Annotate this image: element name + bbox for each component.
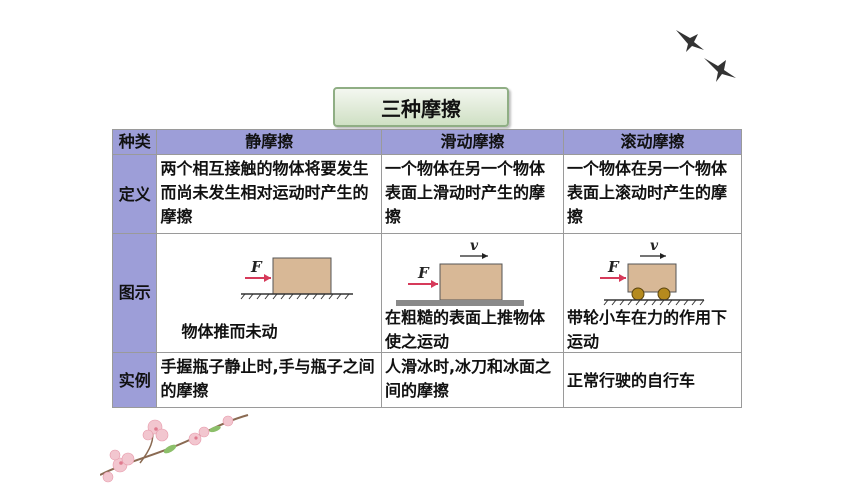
cart-body	[627, 263, 677, 293]
velocity-label: v	[650, 238, 659, 254]
wheel-icon	[657, 287, 671, 301]
header-type: 种类	[111, 129, 158, 155]
wheel-icon	[631, 287, 645, 301]
example-row: 实例 手握瓶子静止时,手与瓶子之间的摩擦 人滑冰时,冰刀和冰面之间的摩擦 正常行…	[111, 352, 743, 408]
force-label: F	[607, 258, 620, 276]
block	[439, 263, 503, 301]
birds-decoration	[676, 30, 736, 82]
caption-rolling: 带轮小车在力的作用下运动	[566, 308, 727, 351]
example-rolling: 正常行驶的自行车	[562, 352, 743, 408]
header-rolling-friction: 滚动摩擦	[562, 129, 743, 155]
blossom-decoration	[100, 414, 249, 483]
header-static-friction: 静摩擦	[156, 129, 382, 155]
bird-icon	[676, 30, 704, 52]
static-friction-diagram: F	[241, 257, 354, 300]
bird-icon	[704, 58, 736, 82]
header-row: 种类 静摩擦 滑动摩擦 滚动摩擦	[111, 129, 743, 155]
figure-row: 图示 F 物体推而未动	[111, 233, 743, 353]
block	[272, 257, 332, 295]
rough-surface	[395, 300, 524, 306]
velocity-label: v	[470, 238, 479, 254]
example-sliding: 人滑冰时,冰刀和冰面之间的摩擦	[380, 352, 564, 408]
figure-rolling: v F 带轮小车在力的作用下运动	[562, 233, 743, 353]
force-label: F	[417, 264, 430, 282]
row-label-example: 实例	[111, 352, 158, 408]
row-label-figure: 图示	[111, 233, 158, 353]
force-label: F	[250, 258, 263, 276]
figure-static: F 物体推而未动	[156, 233, 382, 353]
sliding-friction-diagram: v F	[395, 238, 524, 306]
example-static: 手握瓶子静止时,手与瓶子之间的摩擦	[156, 352, 382, 408]
definition-row: 定义 两个相互接触的物体将要发生而尚未发生相对运动时产生的摩擦 一个物体在另一个…	[111, 154, 743, 234]
definition-rolling: 一个物体在另一个物体表面上滚动时产生的摩擦	[562, 154, 743, 234]
figure-sliding: v F 在粗糙的表面上推物体使之运动	[380, 233, 564, 353]
rolling-friction-diagram: v F	[599, 238, 705, 306]
definition-static: 两个相互接触的物体将要发生而尚未发生相对运动时产生的摩擦	[156, 154, 382, 234]
caption-sliding: 在粗糙的表面上推物体使之运动	[384, 308, 545, 351]
friction-table: 种类 静摩擦 滑动摩擦 滚动摩擦 定义 两个相互接触的物体将要发生而尚未发生相对…	[111, 129, 743, 408]
row-label-definition: 定义	[111, 154, 158, 234]
definition-sliding: 一个物体在另一个物体表面上滑动时产生的摩擦	[380, 154, 564, 234]
header-sliding-friction: 滑动摩擦	[380, 129, 564, 155]
caption-static: 物体推而未动	[181, 322, 278, 341]
page-title: 三种摩擦	[333, 87, 509, 127]
